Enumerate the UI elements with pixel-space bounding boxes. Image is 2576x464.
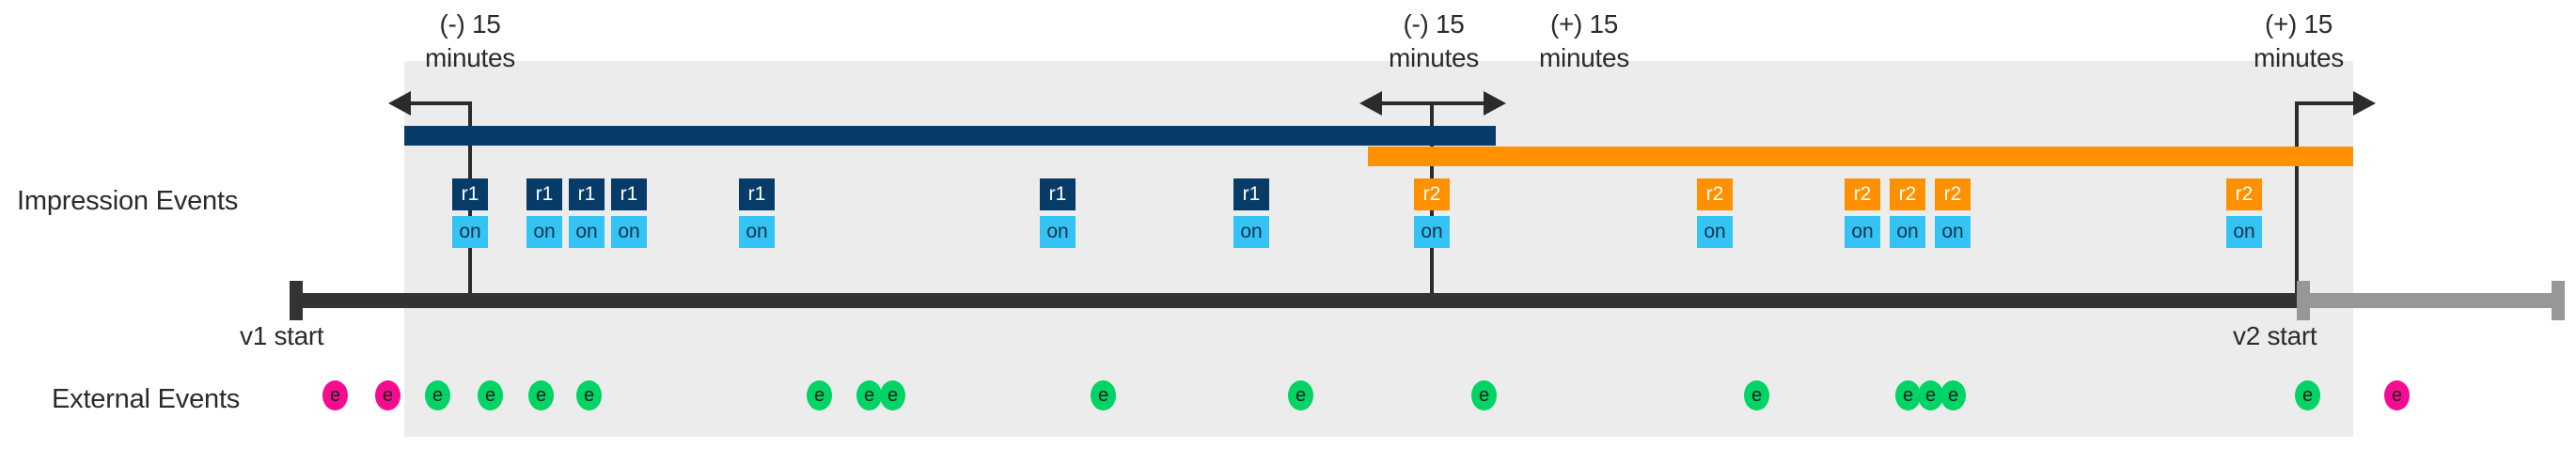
impression-chip-r2: r2 xyxy=(1697,178,1733,210)
callout-minus-15-left-2: (-) 15 minutes xyxy=(1302,8,1565,75)
impression-chip-r2: r2 xyxy=(1845,178,1880,210)
external-event-dot-green: e xyxy=(856,380,882,410)
v1-version-bar xyxy=(404,126,1496,146)
callout-sign: (+) 15 xyxy=(1549,9,1619,39)
v2-version-bar xyxy=(1368,147,2353,166)
impression-chip-on: on xyxy=(1845,216,1880,248)
external-event-dot-green: e xyxy=(807,380,832,410)
impression-events-row-label: Impression Events xyxy=(17,186,239,216)
external-event-dot-green: e xyxy=(1940,380,1966,410)
callout-sign: (+) 15 xyxy=(2264,9,2333,39)
external-event-dot-green: e xyxy=(1471,380,1497,410)
impression-chip-on: on xyxy=(569,216,605,248)
impression-chip-r1: r1 xyxy=(1040,178,1076,210)
external-event-dot-green: e xyxy=(478,380,503,410)
external-event-dot-green: e xyxy=(1744,380,1769,410)
external-event-dot-green: e xyxy=(1918,380,1943,410)
impression-chip-r2: r2 xyxy=(1935,178,1971,210)
v1-start-label: v1 start xyxy=(240,321,324,350)
callout-4-arrowhead-right-icon xyxy=(2353,91,2376,116)
impression-chip-on: on xyxy=(1697,216,1733,248)
v2-start-label: v2 start xyxy=(2233,321,2317,350)
callout-4-drop-line xyxy=(2295,101,2299,304)
external-event-dot-green: e xyxy=(880,380,905,410)
external-event-dot-green: e xyxy=(2295,380,2320,410)
external-event-dot-green: e xyxy=(576,380,602,410)
timeline-v1-start-cap xyxy=(290,281,303,320)
callout-3-arrow-shaft xyxy=(1432,101,1484,105)
impression-chip-on: on xyxy=(2226,216,2262,248)
external-event-dot-green: e xyxy=(1288,380,1313,410)
impression-chip-r2: r2 xyxy=(2226,178,2262,210)
callout-1-arrowhead-left-icon xyxy=(388,91,411,116)
impression-chip-on: on xyxy=(1890,216,1925,248)
impression-chip-r1: r1 xyxy=(611,178,647,210)
impression-chip-on: on xyxy=(526,216,562,248)
callout-unit: minutes xyxy=(1539,43,1629,72)
impression-chip-r2: r2 xyxy=(1890,178,1925,210)
external-events-row-label: External Events xyxy=(52,384,241,414)
impression-chip-on: on xyxy=(1040,216,1076,248)
callout-unit: minutes xyxy=(425,43,515,72)
callout-sign: (-) 15 xyxy=(1403,9,1465,39)
callout-minus-15-left-1: (-) 15 minutes xyxy=(338,8,602,75)
impression-chip-on: on xyxy=(611,216,647,248)
impression-chip-r1: r1 xyxy=(739,178,775,210)
timeline-v2-segment xyxy=(2297,293,2565,308)
callout-2-arrow-shaft xyxy=(1382,101,1434,105)
impression-chip-r2: r2 xyxy=(1414,178,1450,210)
impression-chip-r1: r1 xyxy=(526,178,562,210)
shaded-window-panel xyxy=(404,61,2353,437)
callout-2-arrowhead-left-icon xyxy=(1359,91,1382,116)
callout-unit: minutes xyxy=(1389,43,1479,72)
impression-chip-on: on xyxy=(1935,216,1971,248)
callout-sign: (-) 15 xyxy=(439,9,501,39)
external-event-dot-green: e xyxy=(528,380,554,410)
impression-chip-r1: r1 xyxy=(1233,178,1269,210)
impression-chip-r1: r1 xyxy=(569,178,605,210)
external-event-dot-pink: e xyxy=(322,380,348,410)
callout-plus-15-right-2: (+) 15 minutes xyxy=(2167,8,2430,75)
timeline-v2-start-cap xyxy=(2297,281,2310,320)
external-event-dot-green: e xyxy=(425,380,450,410)
timeline-v1-segment xyxy=(290,293,2301,308)
callout-4-arrow-shaft xyxy=(2297,101,2353,105)
callout-3-arrowhead-right-icon xyxy=(1484,91,1506,116)
callout-unit: minutes xyxy=(2254,43,2344,72)
external-event-dot-green: e xyxy=(1895,380,1921,410)
impression-chip-on: on xyxy=(1233,216,1269,248)
impression-chip-on: on xyxy=(739,216,775,248)
external-event-dot-green: e xyxy=(1091,380,1116,410)
external-event-dot-pink: e xyxy=(2384,380,2410,410)
callout-1-arrow-shaft xyxy=(411,101,472,105)
impression-chip-on: on xyxy=(1414,216,1450,248)
impression-chip-on: on xyxy=(452,216,488,248)
timeline-end-cap xyxy=(2552,281,2565,320)
impression-chip-r1: r1 xyxy=(452,178,488,210)
external-event-dot-pink: e xyxy=(375,380,401,410)
callout-plus-15-right-1: (+) 15 minutes xyxy=(1453,8,1716,75)
